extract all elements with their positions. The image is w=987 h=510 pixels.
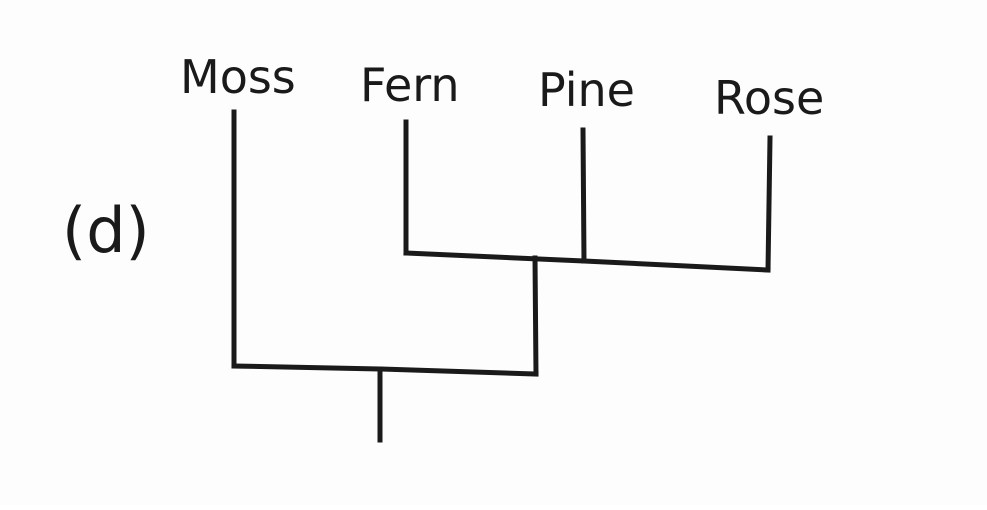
taxon-label-moss: Moss [180,50,296,104]
crossbar-fern-pine-rose [403,250,771,273]
taxon-label-pine: Pine [538,63,635,117]
taxon-label-fern: Fern [360,58,460,112]
stem-upper-clade [532,255,539,377]
panel-label: (d) [62,194,150,267]
branch-rose [765,135,773,273]
crossbar-root [231,363,539,377]
taxon-label-rose: Rose [714,71,824,125]
branch-pine [580,127,587,264]
